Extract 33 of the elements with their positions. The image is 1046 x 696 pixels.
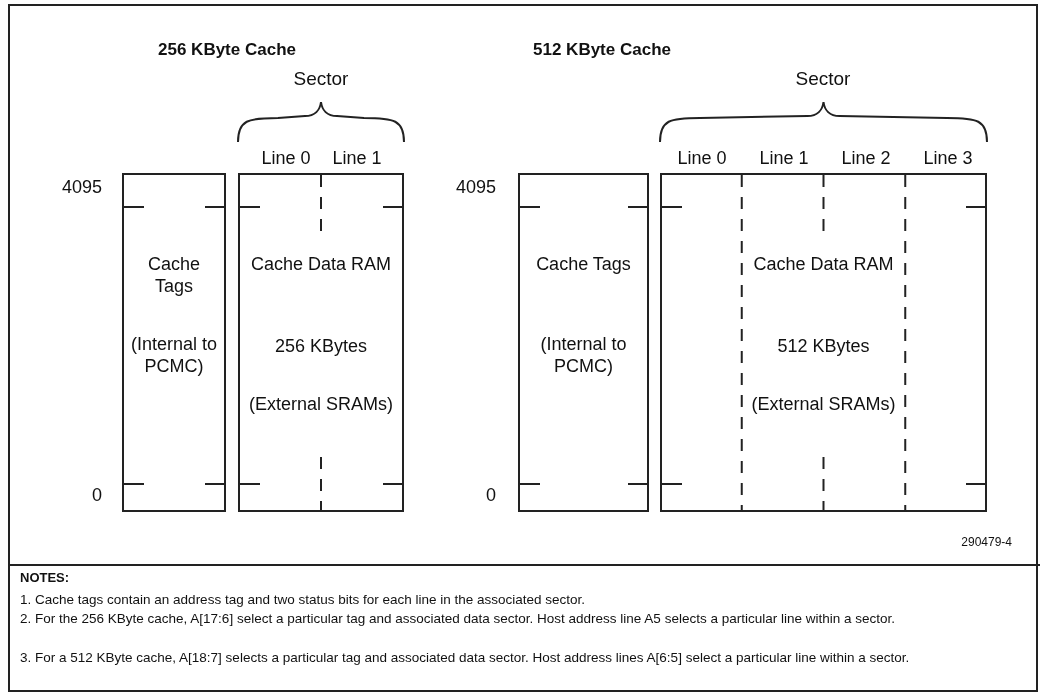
label: 0 [92, 485, 102, 507]
heading: 256 KByte Cache [158, 40, 296, 61]
block-text: Cache Tags [535, 253, 632, 275]
heading: 512 KByte Cache [533, 40, 671, 61]
label: Line 1 [759, 148, 809, 170]
memory-block [660, 173, 987, 512]
block-text: (Internal to PCMC) [539, 333, 628, 377]
label: Line 2 [841, 148, 891, 170]
memory-block [518, 173, 649, 512]
block-text: (Internal to PCMC) [129, 333, 218, 377]
block-text: (External SRAMs) [248, 393, 394, 415]
label: Line 1 [332, 148, 382, 170]
label: 290479-4 [961, 535, 1012, 550]
block-text: Cache Tags [147, 253, 201, 297]
block-text: 512 KBytes [776, 335, 871, 357]
label: Line 3 [923, 148, 973, 170]
label: Sector [293, 68, 349, 91]
block-text: Cache Data RAM [249, 253, 393, 275]
label: Line 0 [677, 148, 727, 170]
label: 4095 [455, 177, 496, 199]
block-text: 256 KBytes [273, 335, 369, 357]
note: 2. For the 256 KByte cache, A[17:6] select a particular tag and associated data sector. Host address line A5 selects a particular line within a sector. [20, 610, 896, 628]
heading: NOTES: [20, 570, 70, 586]
label: Line 0 [261, 148, 311, 170]
memory-block [122, 173, 226, 512]
block-text: (External SRAMs) [750, 393, 897, 415]
label: Sector [795, 68, 851, 91]
block-text: Cache Data RAM [752, 253, 895, 275]
memory-block [238, 173, 404, 512]
note: 1. Cache tags contain an address tag and two status bits for each line in the associated sector. [20, 591, 587, 609]
note: 3. For a 512 KByte cache, A[18:7] selects a particular tag and associated data sector. Host address lines A[6:5] select a particular line within a sector. [20, 649, 911, 667]
label: 0 [486, 485, 496, 507]
label: 4095 [61, 177, 102, 199]
